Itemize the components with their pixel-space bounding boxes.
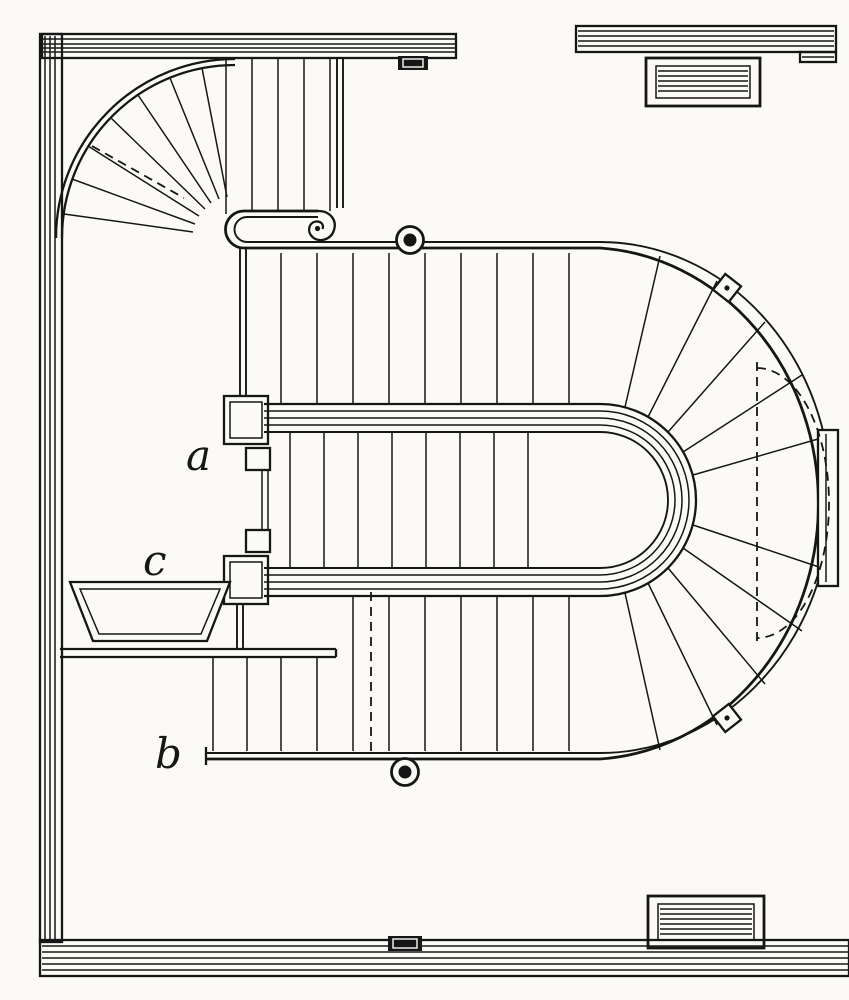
- label-b: b: [155, 729, 182, 778]
- dashed-guides: [91, 145, 830, 757]
- flight-treads-top: [225, 58, 344, 214]
- curve-door-jamb: [816, 428, 840, 588]
- label-a: a: [186, 431, 211, 480]
- basin: [68, 580, 232, 643]
- wall-sockets: [388, 56, 428, 951]
- curved-wall-top-left: [54, 57, 236, 239]
- flight-treads-middle: [289, 432, 529, 568]
- label-c: c: [143, 536, 167, 585]
- winder-treads-top-left: [63, 67, 228, 233]
- shelf: [60, 647, 338, 659]
- flight-treads-lower: [212, 596, 570, 751]
- newel-caps: [222, 394, 272, 606]
- rail-posts: [390, 225, 425, 787]
- winder-treads-curved-end: [624, 255, 826, 751]
- well-handrail: [264, 402, 698, 598]
- walls: [38, 24, 849, 978]
- flight-treads-upper: [239, 248, 570, 404]
- handrail-scroll: [307, 209, 336, 242]
- rail-rosettes: [711, 272, 743, 734]
